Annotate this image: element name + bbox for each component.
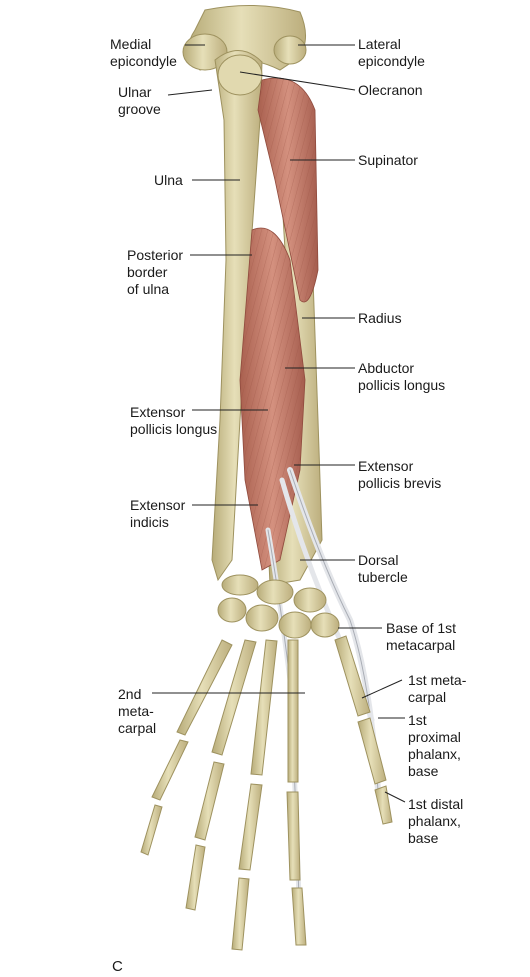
label-1st-proximal-phalanx-base: 1st proximal phalanx, base: [408, 712, 461, 779]
carpal-bones: [217, 574, 340, 639]
olecranon-bone: [217, 54, 263, 96]
leader-lines: [152, 44, 406, 803]
label-extensor-pollicis-longus: Extensor pollicis longus: [130, 404, 218, 437]
label-dorsal-tubercle: Dorsal tubercle: [358, 552, 408, 585]
lateral-epicondyle-bone: [273, 35, 307, 65]
label-base-of-1st-metacarpal: Base of 1st metacarpal: [386, 620, 457, 653]
label-lateral-epicondyle: Lateral epicondyle: [358, 36, 425, 69]
label-ulnar-groove: Ulnar groove: [118, 84, 161, 117]
hand-bones: [140, 635, 393, 951]
label-abductor-pollicis-longus: Abductor pollicis longus: [358, 360, 446, 393]
label-extensor-pollicis-brevis: Extensor pollicis brevis: [358, 458, 442, 491]
label-ulna: Ulna: [154, 172, 183, 188]
label-1st-metacarpal: 1st meta- carpal: [408, 672, 467, 705]
label-2nd-metacarpal: 2nd meta- carpal: [118, 686, 157, 736]
label-olecranon: Olecranon: [358, 82, 423, 98]
label-supinator: Supinator: [358, 152, 418, 168]
label-radius: Radius: [358, 310, 402, 326]
label-1st-distal-phalanx-base: 1st distal phalanx, base: [408, 796, 464, 846]
label-medial-epicondyle: Medial epicondyle: [110, 36, 177, 69]
label-extensor-indicis: Extensor indicis: [130, 497, 186, 530]
panel-letter: C: [112, 958, 123, 975]
ulna-bone: [211, 50, 263, 582]
label-posterior-border-of-ulna: Posterior border of ulna: [127, 247, 184, 297]
